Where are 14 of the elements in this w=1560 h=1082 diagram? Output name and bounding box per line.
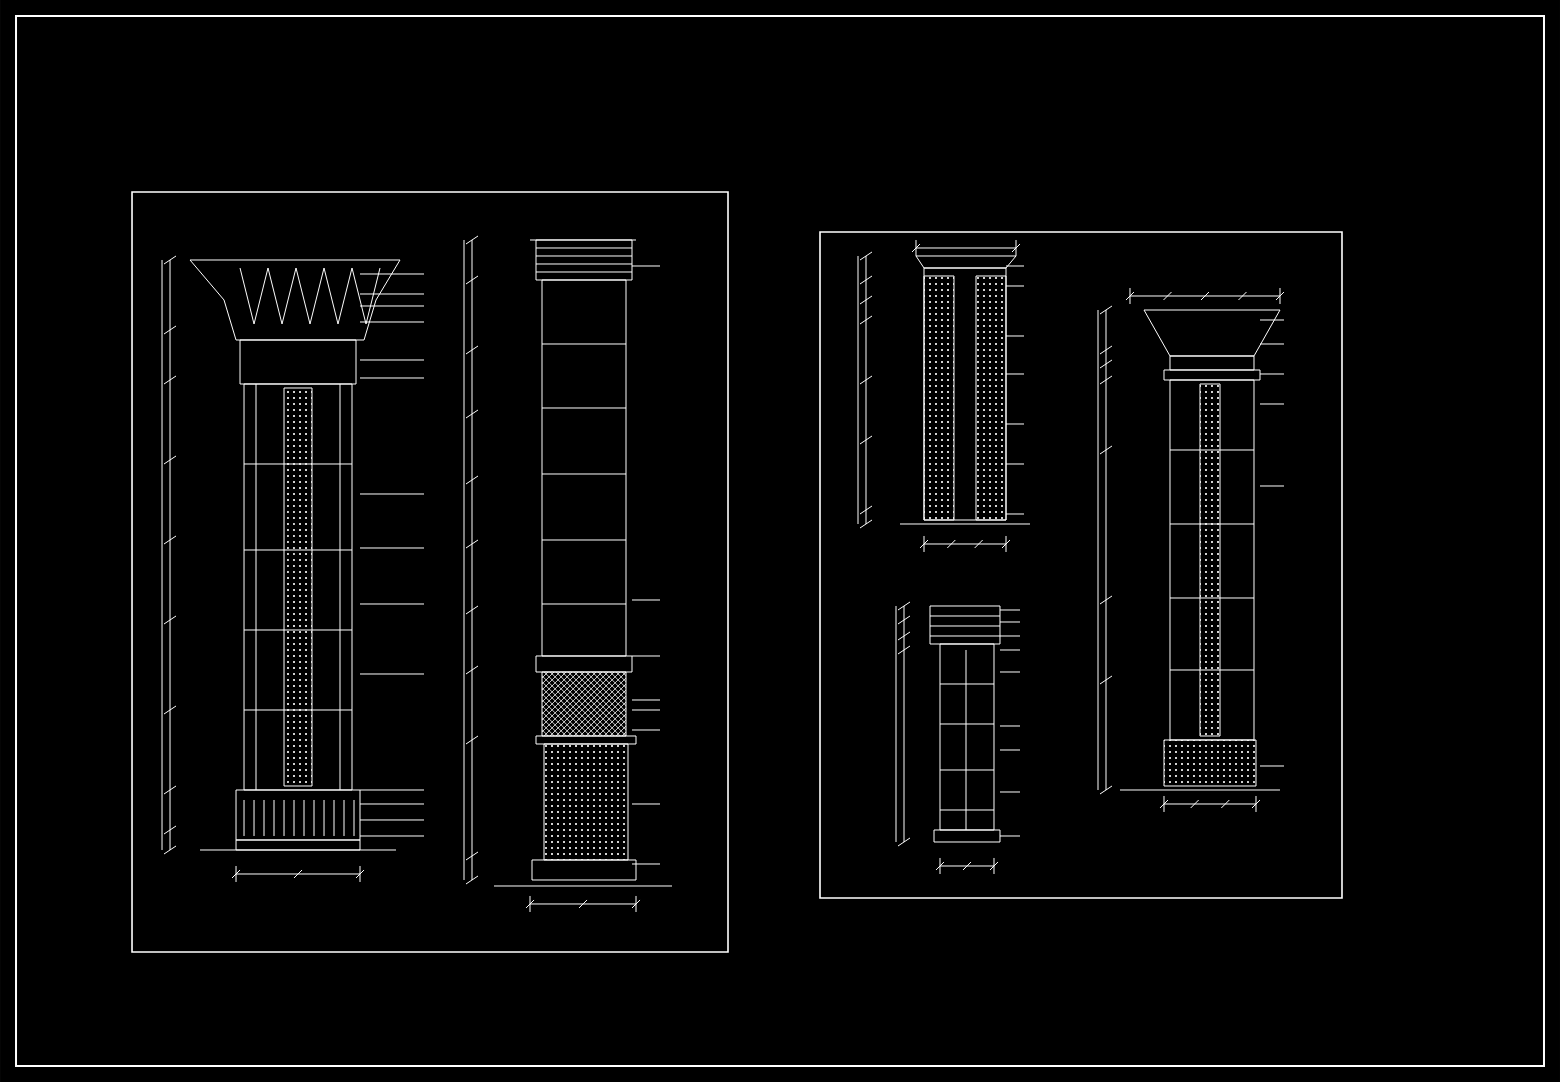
column-drawing — [493, 265, 673, 913]
drawing-frame — [131, 191, 729, 953]
column-drawing — [857, 239, 1031, 553]
column-drawing — [915, 255, 1017, 521]
column-drawing — [1097, 287, 1285, 813]
column-drawing — [1143, 309, 1281, 741]
column-drawing — [161, 255, 425, 883]
column-drawing — [463, 235, 637, 885]
drawing-frame — [819, 231, 1343, 899]
column-drawing — [923, 275, 955, 521]
column-drawing — [1169, 383, 1255, 737]
column-drawing — [535, 671, 637, 745]
column-drawing — [189, 259, 401, 851]
column-drawing — [895, 601, 1021, 875]
